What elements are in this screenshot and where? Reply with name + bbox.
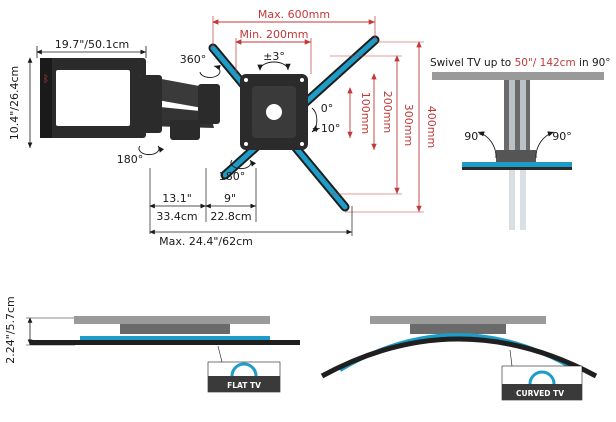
vesa-min-width-dimension: Min. 200mm xyxy=(235,28,312,74)
swivel-180-right-label: 180° xyxy=(219,170,246,183)
swivel-left-angle: 90° xyxy=(464,130,484,143)
vesa-max-width-dimension: Max. 600mm xyxy=(212,8,376,48)
rotate-360-annotation: 360° xyxy=(180,53,221,78)
vesa-200-label: 200mm xyxy=(381,91,394,133)
main-mount-view: ᛒ xyxy=(40,35,380,212)
vesa-height-dimensions: 100mm 200mm 300mm 400mm xyxy=(330,41,438,213)
depth-22-8-label: 22.8cm xyxy=(210,210,251,223)
arm-joint-base xyxy=(170,120,200,140)
tilt-3-annotation: ±3° xyxy=(257,50,291,71)
swivel-right-angle: 90° xyxy=(552,130,572,143)
wall-plate-edge xyxy=(40,58,52,138)
tilt-3-arrow xyxy=(257,61,291,71)
arm-width-label: 19.7"/50.1cm xyxy=(55,38,130,51)
swivel-180-left-label: 180° xyxy=(117,153,144,166)
curved-tv xyxy=(320,336,598,379)
vesa-300-label: 300mm xyxy=(402,104,415,146)
rotate-360-label: 360° xyxy=(180,53,207,66)
depth-dimensions: 13.1" 9" 33.4cm 22.8cm Max. 24.4"/62cm xyxy=(149,168,353,248)
swivel-wall xyxy=(432,72,604,80)
arm-joint-mid xyxy=(198,84,220,124)
flat-wall xyxy=(74,316,270,324)
tilt-arrow xyxy=(311,107,319,133)
swivel-caption: Swivel TV up to 50"/ 142cm in 90° xyxy=(430,57,611,69)
depth-13-1-label: 13.1" xyxy=(162,192,192,205)
rotate-360-arrow xyxy=(199,65,221,78)
head-plate-hole xyxy=(266,104,282,120)
wall-plate-opening xyxy=(56,70,130,126)
vesa-400-label: 400mm xyxy=(425,106,438,148)
curved-tv-label: CURVED TV xyxy=(516,389,564,398)
swivel-180-left-annotation: 180° xyxy=(117,145,165,166)
curved-wall xyxy=(370,316,546,324)
vesa-min-width-label: Min. 200mm xyxy=(240,28,309,41)
tilt-plus10-label: +10° xyxy=(312,122,341,135)
flat-tv xyxy=(30,340,300,345)
swivel-rail xyxy=(462,162,572,167)
vesa-max-width-label: Max. 600mm xyxy=(258,8,330,21)
arm-height-label: 10.4"/26.4cm xyxy=(8,66,21,141)
swivel-view: Swivel TV up to 50"/ 142cm in 90° 90° 90… xyxy=(430,57,611,230)
logo-mark: ᛒ xyxy=(43,74,49,85)
tilt-0-label: 0° xyxy=(321,102,334,115)
arm-width-dimension: 19.7"/50.1cm xyxy=(36,38,147,58)
swivel-head xyxy=(496,150,536,162)
flat-rail xyxy=(80,336,270,340)
swivel-180-right-annotation: 180° xyxy=(219,159,257,183)
swivel-tv xyxy=(462,167,572,170)
profile-height-label: 2.24"/5.7cm xyxy=(4,296,17,364)
curved-tv-view: CURVED TV xyxy=(320,316,598,401)
depth-33-4-label: 33.4cm xyxy=(156,210,197,223)
vesa-100-label: 100mm xyxy=(359,92,372,134)
swivel-right-arrow xyxy=(535,131,555,159)
depth-9-label: 9" xyxy=(224,192,236,205)
flat-tv-label: FLAT TV xyxy=(227,381,261,390)
tilt-0-10-annotation: 0° +10° xyxy=(312,102,341,135)
max-depth-label: Max. 24.4"/62cm xyxy=(159,235,253,248)
flat-mount xyxy=(120,324,230,334)
flat-tv-view: 2.24"/5.7cm FLAT TV xyxy=(4,296,300,393)
swivel-left-arrow xyxy=(477,131,497,159)
arm-height-dimension: 10.4"/26.4cm xyxy=(8,57,33,148)
tilt-3-label: ±3° xyxy=(263,50,285,63)
curved-mount xyxy=(410,324,506,334)
arm-joint-wall xyxy=(140,75,162,133)
